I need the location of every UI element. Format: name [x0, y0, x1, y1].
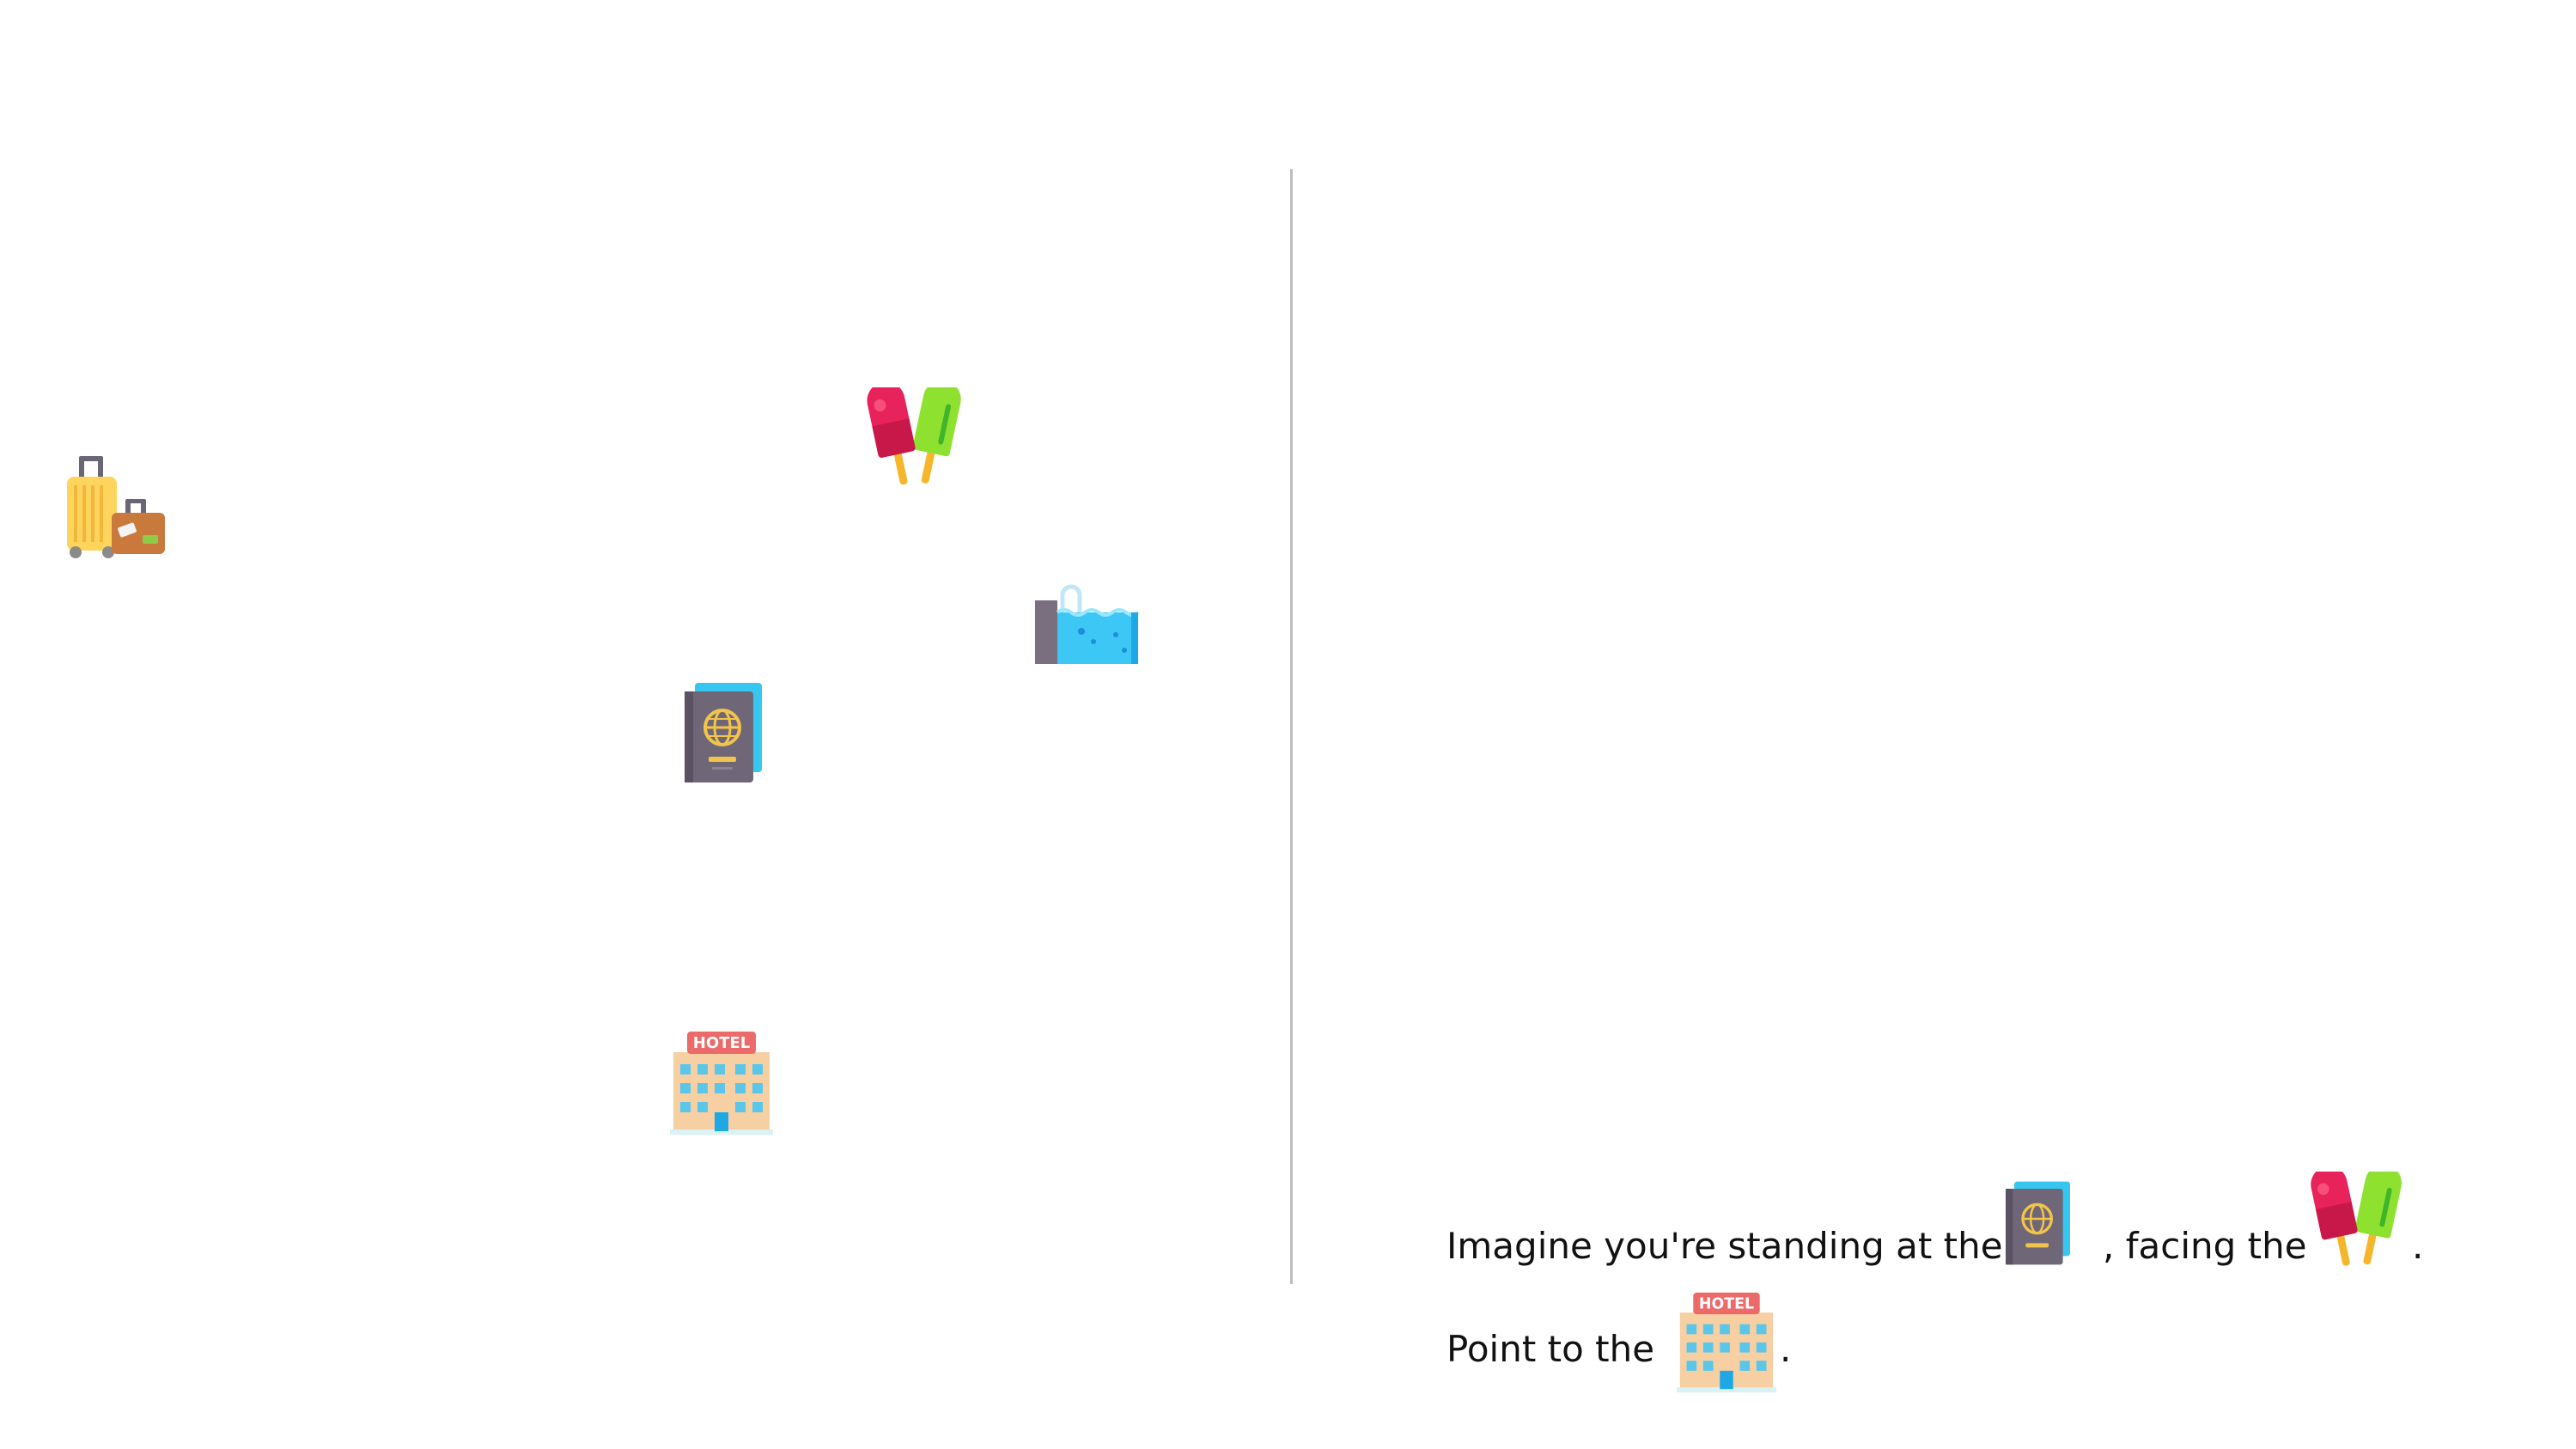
popsicle-icon[interactable]: [862, 387, 968, 494]
hotel-icon: HOTEL: [1675, 1291, 1778, 1394]
panel-divider: [1290, 169, 1293, 1284]
hotel-icon[interactable]: HOTEL: [668, 1030, 775, 1136]
popsicle-icon: [2305, 1172, 2409, 1275]
instruction-line1-suffix: .: [2412, 1225, 2424, 1267]
instruction-line1-prefix: Imagine you're standing at the: [1446, 1225, 2003, 1267]
instruction-line2-suffix: .: [1780, 1328, 1792, 1370]
swimming-pool-icon[interactable]: [1033, 578, 1142, 686]
svg-text:HOTEL: HOTEL: [1699, 1295, 1754, 1312]
svg-text:HOTEL: HOTEL: [693, 1034, 750, 1052]
instruction-line2-prefix: Point to the: [1446, 1328, 1655, 1370]
passport-icon: [1997, 1172, 2083, 1275]
luggage-icon[interactable]: [58, 451, 168, 561]
passport-icon[interactable]: [674, 679, 777, 786]
instruction-line1-middle: , facing the: [2103, 1225, 2307, 1267]
